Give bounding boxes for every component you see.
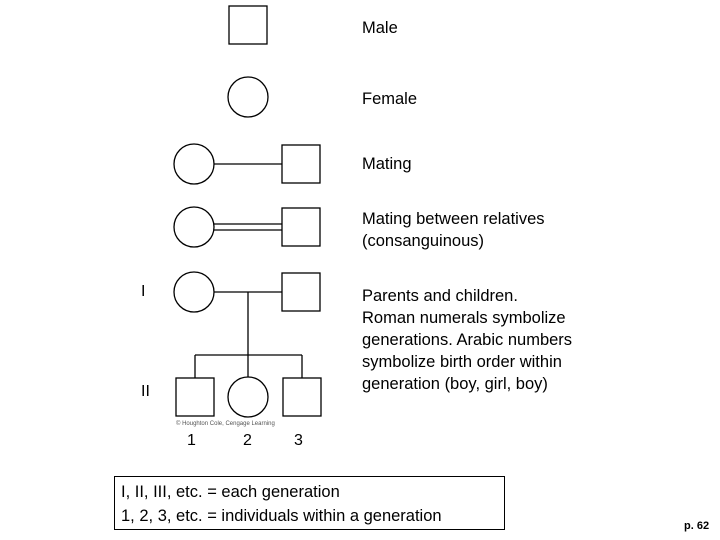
mating-female <box>173 143 215 185</box>
generation-label-2: II <box>141 383 150 400</box>
male-symbol <box>228 5 268 45</box>
mating-male <box>281 144 321 184</box>
parents-children-line-5: generation (boy, girl, boy) <box>362 375 548 393</box>
male-label: Male <box>362 19 398 37</box>
child-1-male <box>175 377 215 417</box>
notation-note-box: I, II, III, etc. = each generation 1, 2,… <box>114 476 505 530</box>
birth-order-1: 1 <box>187 432 196 449</box>
birth-order-3: 3 <box>294 432 303 449</box>
female-symbol <box>227 76 269 118</box>
consanguineous-mating-symbol <box>173 206 321 248</box>
mating-label: Mating <box>362 155 412 173</box>
parent-female <box>173 271 215 313</box>
female-label: Female <box>362 90 418 108</box>
child-2-female <box>227 376 269 418</box>
birth-order-2: 2 <box>243 432 252 449</box>
parent-male <box>281 272 321 312</box>
child-3-male <box>282 377 322 417</box>
parents-children-label: Parents and children. Roman numerals sym… <box>362 285 572 395</box>
parents-children-line-4: symbolize birth order within <box>362 353 562 371</box>
consanguineous-female <box>173 206 215 248</box>
notation-line-2: 1, 2, 3, etc. = individuals within a gen… <box>121 507 442 525</box>
consanguineous-label-line-1: Mating between relatives <box>362 210 545 228</box>
page-number: p. 62 <box>684 520 710 532</box>
generation-label-1: I <box>141 283 146 300</box>
consanguineous-label: Mating between relatives (consanguinous) <box>362 208 545 252</box>
parents-children-line-2: Roman numerals symbolize <box>362 309 566 327</box>
parents-children-pedigree <box>173 271 322 418</box>
parents-children-line-3: generations. Arabic numbers <box>362 331 573 349</box>
notation-line-1: I, II, III, etc. = each generation <box>121 483 340 501</box>
image-credit: © Houghton Cole, Cengage Learning <box>176 421 275 427</box>
mating-symbol <box>173 143 321 185</box>
parents-children-line-1: Parents and children. <box>362 287 518 305</box>
consanguineous-label-line-2: (consanguinous) <box>362 232 484 250</box>
consanguineous-male <box>281 207 321 247</box>
